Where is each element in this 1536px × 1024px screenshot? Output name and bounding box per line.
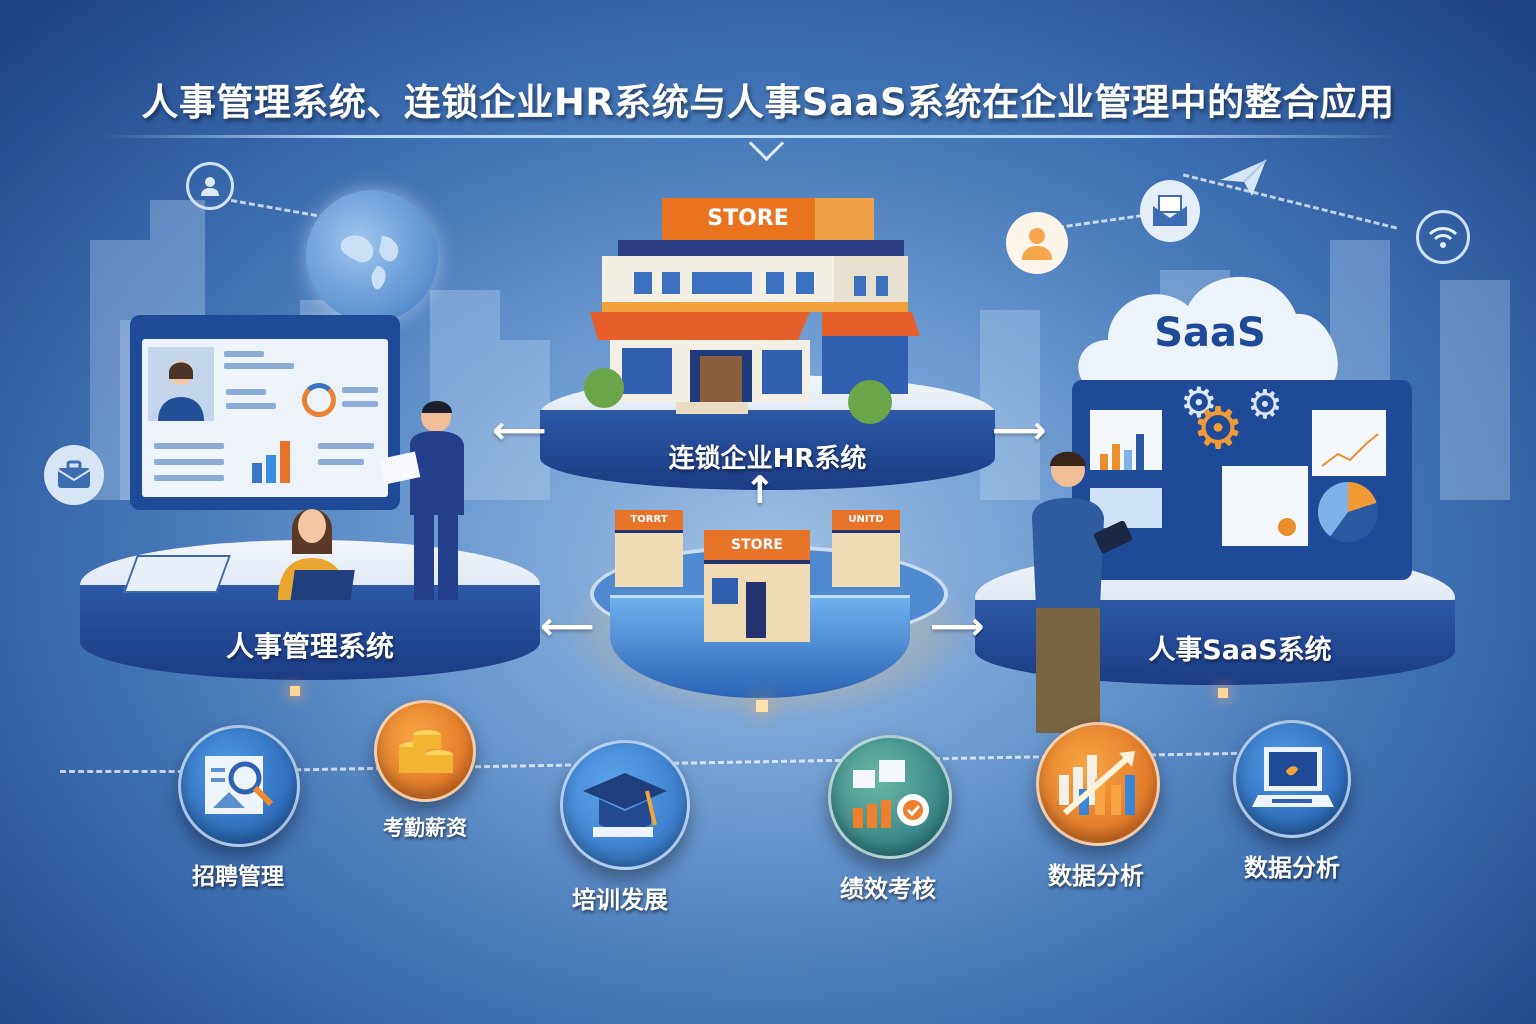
saas-cloud-icon: SaaS [1070, 262, 1370, 392]
gear-orange-icon: ⚙ [1192, 394, 1244, 462]
feature-data-analysis-laptop[interactable]: 数据分析 [1232, 720, 1352, 883]
coins-icon [399, 730, 453, 773]
platform-band [540, 410, 995, 490]
user-orange-icon [1006, 212, 1068, 274]
connection-line [60, 770, 220, 773]
performance-chart-check-icon [853, 760, 929, 828]
user-icon [186, 162, 234, 210]
feature-recruitment[interactable]: 招聘管理 [178, 725, 300, 891]
hr-management-label: 人事管理系统 [225, 630, 394, 663]
feature-data-analysis-growth[interactable]: 数据分析 [1036, 722, 1160, 891]
arrow-left-icon: ⟵ [540, 604, 595, 648]
feature-label: 招聘管理 [192, 864, 284, 890]
standing-man-with-tablet [1018, 448, 1138, 740]
feature-training[interactable]: 培训发展 [560, 740, 690, 915]
feature-performance[interactable]: 绩效考核 [828, 735, 952, 904]
small-store-left: TORRT [615, 510, 683, 587]
gear-icon: ⚙ [1180, 378, 1218, 427]
feature-attendance-payroll[interactable]: 考勤薪资 [365, 700, 485, 842]
arrow-right-icon: ⟶ [992, 408, 1047, 452]
globe-icon [306, 190, 438, 322]
saas-cloud-text: SaaS [1154, 310, 1266, 356]
seated-woman-with-laptop [270, 490, 360, 600]
pie-chart-icon [1318, 482, 1378, 542]
chain-hr-label: 连锁企业HR系统 [668, 444, 867, 474]
recruitment-search-icon [205, 756, 274, 814]
donut-chart-icon [302, 383, 336, 417]
store-sign: STORE [707, 206, 789, 231]
bar-chart-icon [252, 439, 302, 483]
small-store-center: STORE [704, 530, 810, 642]
data-particle [1218, 688, 1228, 698]
paper-plane-icon [1218, 158, 1268, 202]
hr-saas-label: 人事SaaS系统 [1148, 635, 1332, 666]
store-building-icon: STORE [570, 190, 950, 425]
feature-label: 数据分析 [1048, 862, 1144, 890]
growth-chart-icon [1059, 751, 1135, 816]
feature-label: 绩效考核 [840, 875, 936, 903]
mail-icon [1140, 180, 1200, 242]
data-particle [756, 700, 768, 712]
gear-icon: ⚙ [1247, 382, 1283, 428]
feature-label: 培训发展 [572, 886, 668, 914]
feature-label: 考勤薪资 [383, 816, 467, 840]
graduation-cap-icon [583, 773, 667, 837]
hr-monitor-icon [130, 315, 400, 510]
briefcase-icon [44, 445, 104, 505]
platform-band [80, 585, 540, 680]
standing-man-with-document [379, 395, 490, 600]
arrow-left-icon: ⟵ [492, 408, 547, 452]
arrow-up-icon: ↑ [744, 468, 776, 512]
feature-label: 数据分析 [1244, 854, 1340, 882]
page-title: 人事管理系统、连锁企业HR系统与人事SaaS系统在企业管理中的整合应用 [141, 81, 1395, 124]
laptop-analytics-icon [1252, 747, 1334, 807]
profile-photo [148, 347, 214, 421]
wifi-icon [1416, 210, 1470, 264]
arrow-right-icon: ⟶ [930, 604, 985, 648]
title-underline [100, 135, 1400, 138]
title-notch [748, 125, 785, 162]
document-stack [123, 555, 231, 593]
data-particle [290, 686, 300, 696]
small-store-right: UNITD [832, 510, 900, 587]
